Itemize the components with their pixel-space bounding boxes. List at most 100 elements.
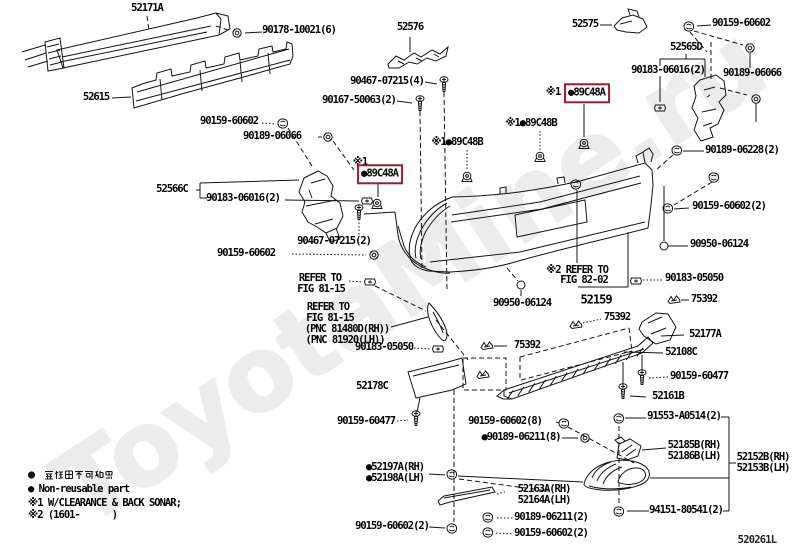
support-52565d xyxy=(691,74,727,142)
clip-fastener-icon xyxy=(482,512,494,523)
part-number-label: 52566C xyxy=(156,183,189,196)
legend-kanji-glyph xyxy=(94,470,104,479)
part-outlines xyxy=(21,8,727,506)
leader-line xyxy=(146,15,150,31)
part-number-label: ●90189-06211(8) xyxy=(481,431,561,444)
part-number-label: 91553-A0514(2) xyxy=(647,410,722,423)
part-number-label: 52565D xyxy=(670,41,703,54)
leader-line xyxy=(390,316,429,328)
highlighted-part-label[interactable]: ●89C48A xyxy=(564,83,610,103)
sgrommet-fastener-icon xyxy=(364,278,376,286)
part-number-label: REFER TO xyxy=(298,272,342,285)
part-number-label: 52108C xyxy=(665,346,698,359)
part-number-label: 52576 xyxy=(396,21,424,34)
leader-line xyxy=(291,253,367,256)
leader-line xyxy=(582,318,602,324)
clip-fastener-icon xyxy=(570,179,582,190)
sensor-fastener-icon xyxy=(534,151,546,162)
leader-line xyxy=(689,31,708,53)
part-number-label: ※1●89C48B xyxy=(431,136,483,149)
part-number-label: REFER TO xyxy=(306,301,350,314)
part-number-label: 75392 xyxy=(513,339,541,352)
part-number-label: 75392 xyxy=(603,311,631,324)
leader-line xyxy=(261,122,277,125)
springclip-fastener-icon xyxy=(667,295,681,304)
screw-fastener-icon xyxy=(637,369,647,385)
leader-line xyxy=(673,207,690,210)
part-number-label: 94151-80541(2) xyxy=(649,504,724,517)
leader-line xyxy=(462,357,507,391)
part-number-label: FIG 81-15 xyxy=(306,312,355,325)
sgrommet-fastener-icon xyxy=(654,104,666,112)
part-number-label: 90950-06124 xyxy=(493,297,552,310)
leader-line xyxy=(435,319,469,361)
leader-line xyxy=(215,25,232,32)
leader-line xyxy=(496,491,506,495)
leader-line xyxy=(495,532,514,535)
screw-fastener-icon xyxy=(415,95,425,111)
bracket-52576 xyxy=(387,45,449,69)
legend-kanji-glyph xyxy=(54,471,64,480)
leader-line xyxy=(284,199,360,202)
legend-bullet xyxy=(27,471,36,479)
part-number-label: 90159-60602(2) xyxy=(514,527,589,540)
springclip-fastener-icon xyxy=(476,370,490,379)
leader-lines xyxy=(146,15,757,535)
sensor-fastener-icon xyxy=(371,198,383,209)
clip-fastener-icon xyxy=(708,172,720,183)
sgrommet-fastener-icon xyxy=(361,197,373,205)
part-number-label: 90159-60477 xyxy=(670,370,729,383)
leader-line xyxy=(457,475,584,483)
legend-non-reusable-jp: ● 再使用不可部品 xyxy=(28,470,105,481)
clip-fastener-icon xyxy=(613,506,625,517)
leader-line xyxy=(332,140,355,171)
highlighted-part-label[interactable]: ●89C48A xyxy=(357,164,403,184)
screw-fastener-icon xyxy=(411,410,421,426)
leader-line xyxy=(721,416,736,512)
panel-52178c xyxy=(407,357,467,399)
sensor-fastener-icon xyxy=(461,171,473,182)
leader-line xyxy=(458,478,549,492)
leader-line xyxy=(576,190,629,288)
nut-fastener-icon xyxy=(232,28,242,38)
part-number-label: 90159-60602 xyxy=(712,17,771,30)
part-number-label: 75392 xyxy=(690,293,718,306)
part-number-label: 90183-06016(2) xyxy=(206,192,281,205)
part-number-label: 90159-60602(8) xyxy=(468,415,543,428)
part-number-label: FIG 81-15 xyxy=(297,283,346,296)
part-number-label: 90178-10021(6) xyxy=(262,24,337,37)
leader-line xyxy=(567,426,635,464)
part-number-label: 52178C xyxy=(356,380,389,393)
part-number-label: 90189-06228(2) xyxy=(705,144,780,157)
part-number-label: 90467-07215(2) xyxy=(297,235,372,248)
sgrommet-fastener-icon xyxy=(630,277,642,285)
bracket-52185b xyxy=(614,436,642,461)
part-number-label: 52163A(RH) xyxy=(517,483,572,496)
bracket-52575 xyxy=(613,8,648,34)
leader-line xyxy=(648,376,670,379)
clip-fastener-icon xyxy=(277,118,289,129)
part-number-label: 52185B(RH) xyxy=(667,439,722,452)
part-number-label: FIG 82-02 xyxy=(560,274,609,287)
leader-line xyxy=(416,397,421,413)
part-number-label: 52171A xyxy=(131,2,164,15)
leader-line xyxy=(428,526,446,529)
nut-fastener-icon xyxy=(745,43,755,53)
leader-line xyxy=(519,327,633,381)
leader-line xyxy=(396,100,413,104)
legend-kanji-strokes xyxy=(27,470,113,480)
screw-fastener-icon xyxy=(354,204,364,220)
clip-fastener-icon xyxy=(446,523,458,534)
bumper-cover xyxy=(408,147,654,273)
leader-line xyxy=(419,110,423,271)
leader-line xyxy=(659,54,706,102)
part-number-label: 52575 xyxy=(571,18,599,31)
nut-fastener-icon xyxy=(751,94,761,104)
part-number-label: 90467-07215(4) xyxy=(350,75,425,88)
leader-line xyxy=(623,351,664,354)
grommet-fastener-icon xyxy=(516,280,526,290)
leader-line xyxy=(696,24,712,27)
clip-fastener-icon xyxy=(671,145,683,156)
